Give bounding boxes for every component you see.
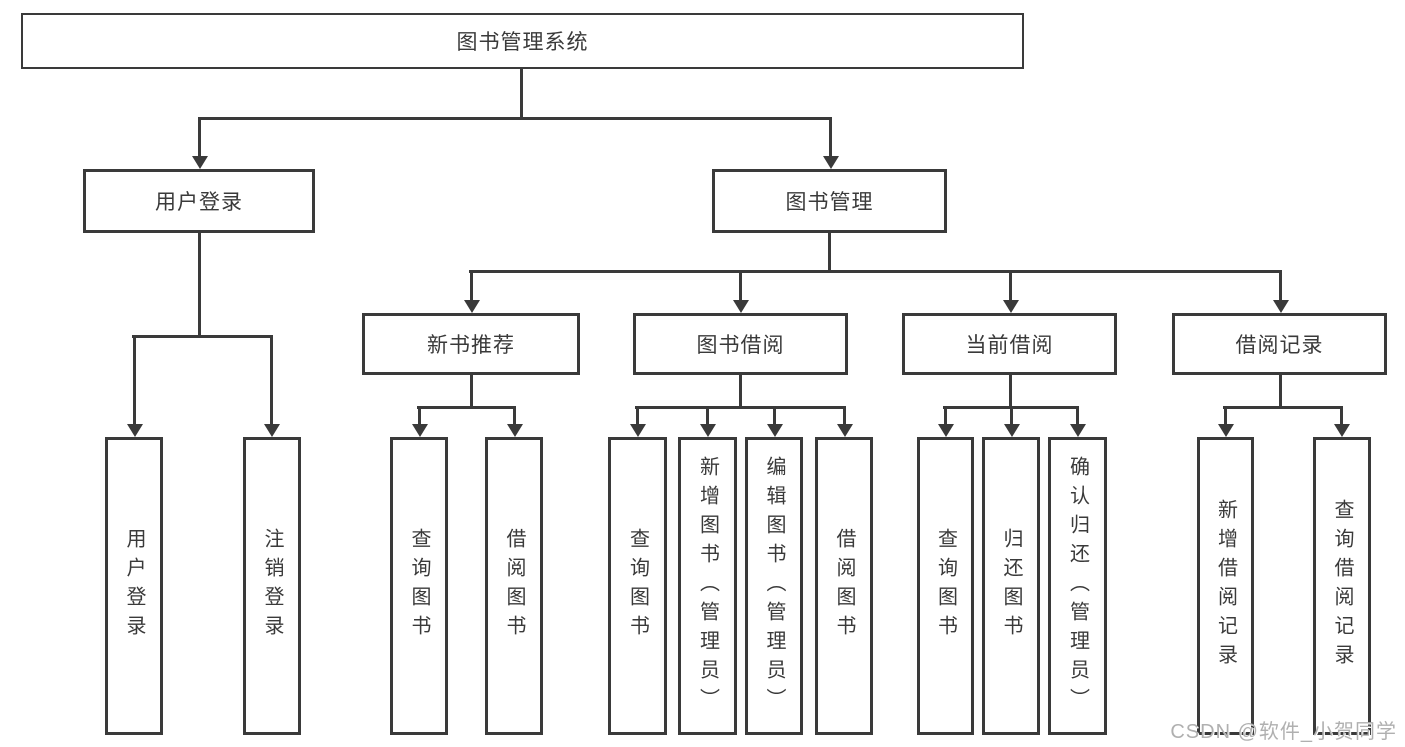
- arrow-down-icon: [1224, 406, 1227, 424]
- connector-line: [1279, 375, 1282, 408]
- node-borrow-records: 借阅记录: [1172, 313, 1387, 375]
- connector-line: [739, 375, 742, 408]
- arrow-down-icon: [636, 406, 639, 424]
- node-user-login: 用户登录: [83, 169, 315, 233]
- leaf-query-borrow-record-label: 查询借阅记录: [1331, 499, 1353, 673]
- leaf-borrow-books: 借阅图书: [815, 437, 873, 735]
- arrow-down-icon: [1340, 406, 1343, 424]
- leaf-query-books-recommend: 查询图书: [390, 437, 448, 735]
- connector-line: [635, 406, 846, 409]
- arrow-down-icon: [1279, 270, 1282, 300]
- arrow-down-icon: [944, 406, 947, 424]
- arrow-down-icon: [470, 270, 473, 300]
- arrow-down-icon: [843, 406, 846, 424]
- leaf-borrow-books-label: 借阅图书: [833, 528, 855, 644]
- node-current-borrow-label: 当前借阅: [965, 334, 1054, 357]
- node-book-borrow: 图书借阅: [633, 313, 848, 375]
- leaf-confirm-return-admin: 确认归还（管理员）: [1048, 437, 1107, 735]
- leaf-return-books: 归还图书: [982, 437, 1040, 735]
- node-borrow-records-label: 借阅记录: [1235, 334, 1324, 357]
- arrow-down-icon: [270, 335, 273, 424]
- node-book-management-label: 图书管理: [785, 191, 874, 214]
- leaf-query-books-current-label: 查询图书: [934, 528, 957, 644]
- node-root-label: 图书管理系统: [456, 31, 589, 54]
- leaf-query-books-borrow-label: 查询图书: [626, 528, 649, 644]
- arrow-down-icon: [198, 117, 201, 156]
- leaf-user-login-label: 用户登录: [123, 528, 145, 644]
- arrow-down-icon: [418, 406, 421, 424]
- connector-line: [417, 406, 516, 409]
- leaf-logout-label: 注销登录: [261, 528, 283, 644]
- leaf-borrow-books-recommend: 借阅图书: [485, 437, 543, 735]
- connector-line: [520, 69, 523, 118]
- csdn-watermark: CSDN @软件_小贺同学: [1170, 721, 1397, 743]
- node-user-login-label: 用户登录: [155, 191, 243, 214]
- leaf-query-books-recommend-label: 查询图书: [408, 528, 430, 644]
- arrow-down-icon: [513, 406, 516, 424]
- arrow-down-icon: [1009, 270, 1012, 300]
- leaf-add-books-admin-label: 新增图书（管理员）: [696, 455, 719, 717]
- leaf-add-borrow-record: 新增借阅记录: [1197, 437, 1254, 735]
- arrow-down-icon: [829, 117, 832, 156]
- leaf-add-books-admin: 新增图书（管理员）: [678, 437, 737, 735]
- connector-line: [198, 117, 832, 120]
- leaf-add-borrow-record-label: 新增借阅记录: [1214, 499, 1237, 673]
- arrow-down-icon: [133, 335, 136, 424]
- arrow-down-icon: [773, 406, 776, 424]
- node-book-management: 图书管理: [712, 169, 947, 233]
- leaf-logout: 注销登录: [243, 437, 301, 735]
- connector-line: [1009, 375, 1012, 408]
- connector-line: [132, 335, 273, 338]
- node-new-book-recommend-label: 新书推荐: [427, 334, 515, 357]
- leaf-borrow-books-recommend-label: 借阅图书: [503, 528, 525, 644]
- arrow-down-icon: [739, 270, 742, 300]
- leaf-edit-books-admin-label: 编辑图书（管理员）: [763, 455, 785, 717]
- connector-line: [828, 233, 831, 272]
- leaf-query-borrow-record: 查询借阅记录: [1313, 437, 1371, 735]
- arrow-down-icon: [1010, 406, 1013, 424]
- node-book-borrow-label: 图书借阅: [696, 334, 785, 357]
- node-root: 图书管理系统: [21, 13, 1024, 69]
- leaf-return-books-label: 归还图书: [1000, 528, 1022, 644]
- node-current-borrow: 当前借阅: [902, 313, 1117, 375]
- leaf-user-login: 用户登录: [105, 437, 163, 735]
- leaf-edit-books-admin: 编辑图书（管理员）: [745, 437, 803, 735]
- connector-line: [469, 270, 1282, 273]
- leaf-query-books-current: 查询图书: [917, 437, 974, 735]
- arrow-down-icon: [1076, 406, 1079, 424]
- connector-line: [470, 375, 473, 408]
- leaf-query-books-borrow: 查询图书: [608, 437, 667, 735]
- arrow-down-icon: [706, 406, 709, 424]
- connector-line: [198, 233, 201, 337]
- connector-line: [1223, 406, 1343, 409]
- leaf-confirm-return-admin-label: 确认归还（管理员）: [1066, 455, 1089, 717]
- node-new-book-recommend: 新书推荐: [362, 313, 580, 375]
